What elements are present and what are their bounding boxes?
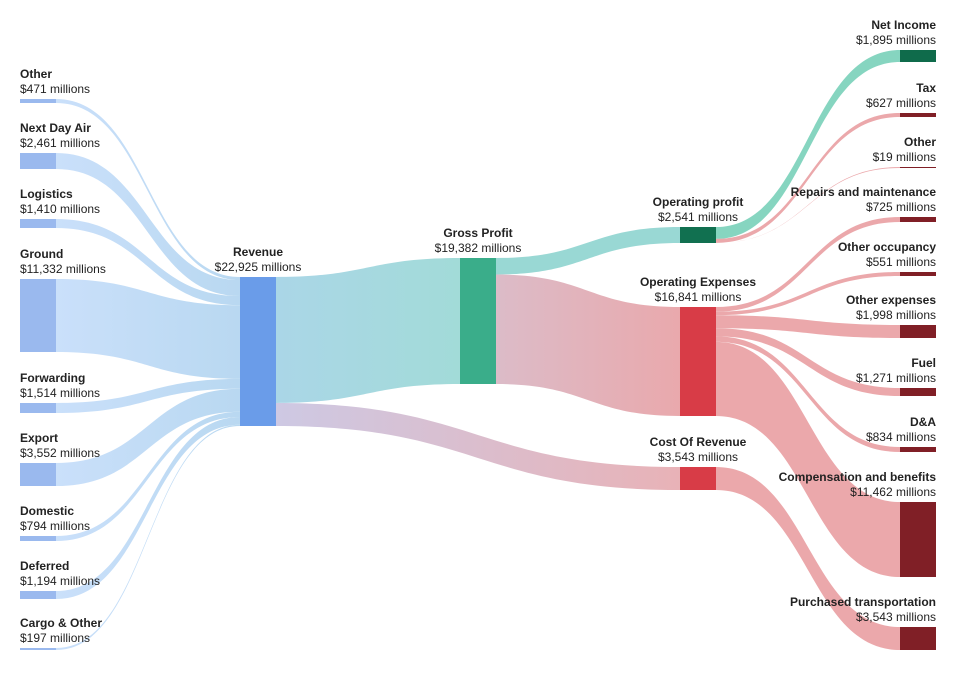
link-operating_profit-to-net_income xyxy=(716,50,900,239)
node-other_in xyxy=(20,99,56,103)
node-label-next_day_air: Next Day Air xyxy=(20,121,91,135)
link-other_in-to-revenue xyxy=(56,99,240,281)
link-operating_profit-to-tax xyxy=(716,113,900,243)
link-cost_of_revenue-to-purchased_transport xyxy=(716,467,900,650)
node-value-logistics: $1,410 millions xyxy=(20,202,100,216)
link-ground-to-revenue xyxy=(56,279,240,379)
node-value-net_income: $1,895 millions xyxy=(856,33,936,47)
link-operating_expenses-to-other_expenses xyxy=(716,315,900,338)
node-export xyxy=(20,463,56,486)
node-revenue xyxy=(240,277,276,426)
node-label-repairs: Repairs and maintenance xyxy=(791,185,937,199)
node-next_day_air xyxy=(20,153,56,169)
node-value-other_op: $19 millions xyxy=(873,150,936,164)
node-label-gross_profit: Gross Profit xyxy=(443,226,512,240)
link-gross_profit-to-operating_expenses xyxy=(496,274,680,416)
node-repairs xyxy=(900,217,936,222)
link-revenue-to-cost_of_revenue xyxy=(276,402,680,490)
link-operating_profit-to-other_op xyxy=(716,167,900,243)
link-operating_expenses-to-fuel xyxy=(716,328,900,396)
node-label-net_income: Net Income xyxy=(871,18,936,32)
node-gross_profit xyxy=(460,258,496,384)
node-operating_expenses xyxy=(680,307,716,416)
node-other_occupancy xyxy=(900,272,936,276)
link-domestic-to-revenue xyxy=(56,411,240,541)
node-label-ground: Ground xyxy=(20,247,63,261)
node-value-compensation: $11,462 millions xyxy=(850,485,936,499)
link-next_day_air-to-revenue xyxy=(56,153,240,297)
link-logistics-to-revenue xyxy=(56,219,240,306)
node-value-other_occupancy: $551 millions xyxy=(866,255,936,269)
node-purchased_transport xyxy=(900,627,936,650)
node-value-gross_profit: $19,382 millions xyxy=(435,241,522,255)
node-label-domestic: Domestic xyxy=(20,504,74,518)
node-ground xyxy=(20,279,56,352)
node-label-fuel: Fuel xyxy=(911,356,936,370)
node-label-operating_profit: Operating profit xyxy=(653,195,744,209)
node-value-purchased_transport: $3,543 millions xyxy=(856,610,936,624)
link-operating_expenses-to-compensation xyxy=(716,341,900,577)
node-label-cargo_other: Cargo & Other xyxy=(20,616,102,630)
node-value-other_in: $471 millions xyxy=(20,82,90,96)
link-cargo_other-to-revenue xyxy=(56,424,240,650)
node-label-other_in: Other xyxy=(20,67,52,81)
node-value-revenue: $22,925 millions xyxy=(215,260,302,274)
node-operating_profit xyxy=(680,227,716,243)
node-label-cost_of_revenue: Cost Of Revenue xyxy=(650,435,747,449)
node-value-forwarding: $1,514 millions xyxy=(20,386,100,400)
node-label-other_op: Other xyxy=(904,135,936,149)
link-operating_expenses-to-da xyxy=(716,336,900,452)
node-label-other_expenses: Other expenses xyxy=(846,293,936,307)
node-label-tax: Tax xyxy=(916,81,936,95)
node-label-da: D&A xyxy=(910,415,936,429)
link-deferred-to-revenue xyxy=(56,416,240,599)
node-other_expenses xyxy=(900,325,936,338)
node-label-logistics: Logistics xyxy=(20,187,73,201)
node-label-purchased_transport: Purchased transportation xyxy=(790,595,936,609)
link-forwarding-to-revenue xyxy=(56,378,240,413)
node-label-forwarding: Forwarding xyxy=(20,371,85,385)
node-value-export: $3,552 millions xyxy=(20,446,100,460)
sankey-links xyxy=(56,50,900,650)
node-label-deferred: Deferred xyxy=(20,559,69,573)
node-forwarding xyxy=(20,403,56,413)
node-cargo_other xyxy=(20,648,56,650)
node-value-operating_expenses: $16,841 millions xyxy=(655,290,742,304)
sankey-nodes xyxy=(20,50,936,650)
node-value-cargo_other: $197 millions xyxy=(20,631,90,645)
link-operating_expenses-to-other_occupancy xyxy=(716,272,900,316)
node-label-export: Export xyxy=(20,431,58,445)
link-export-to-revenue xyxy=(56,388,240,486)
node-value-ground: $11,332 millions xyxy=(20,262,106,276)
node-label-revenue: Revenue xyxy=(233,245,283,259)
node-value-next_day_air: $2,461 millions xyxy=(20,136,100,150)
node-value-repairs: $725 millions xyxy=(866,200,936,214)
link-revenue-to-gross_profit xyxy=(276,258,460,403)
node-label-operating_expenses: Operating Expenses xyxy=(640,275,756,289)
node-deferred xyxy=(20,591,56,599)
link-operating_expenses-to-repairs xyxy=(716,217,900,312)
node-cost_of_revenue xyxy=(680,467,716,490)
node-net_income xyxy=(900,50,936,62)
node-value-other_expenses: $1,998 millions xyxy=(856,308,936,322)
node-da xyxy=(900,447,936,452)
node-value-da: $834 millions xyxy=(866,430,936,444)
node-fuel xyxy=(900,388,936,396)
node-compensation xyxy=(900,502,936,577)
node-value-fuel: $1,271 millions xyxy=(856,371,936,385)
node-value-operating_profit: $2,541 millions xyxy=(658,210,738,224)
node-other_op xyxy=(900,167,936,168)
node-label-other_occupancy: Other occupancy xyxy=(838,240,936,254)
node-value-tax: $627 millions xyxy=(866,96,936,110)
node-domestic xyxy=(20,536,56,541)
node-value-cost_of_revenue: $3,543 millions xyxy=(658,450,738,464)
node-tax xyxy=(900,113,936,117)
node-value-domestic: $794 millions xyxy=(20,519,90,533)
node-logistics xyxy=(20,219,56,228)
link-gross_profit-to-operating_profit xyxy=(496,227,680,275)
node-value-deferred: $1,194 millions xyxy=(20,574,100,588)
node-label-compensation: Compensation and benefits xyxy=(779,470,937,484)
